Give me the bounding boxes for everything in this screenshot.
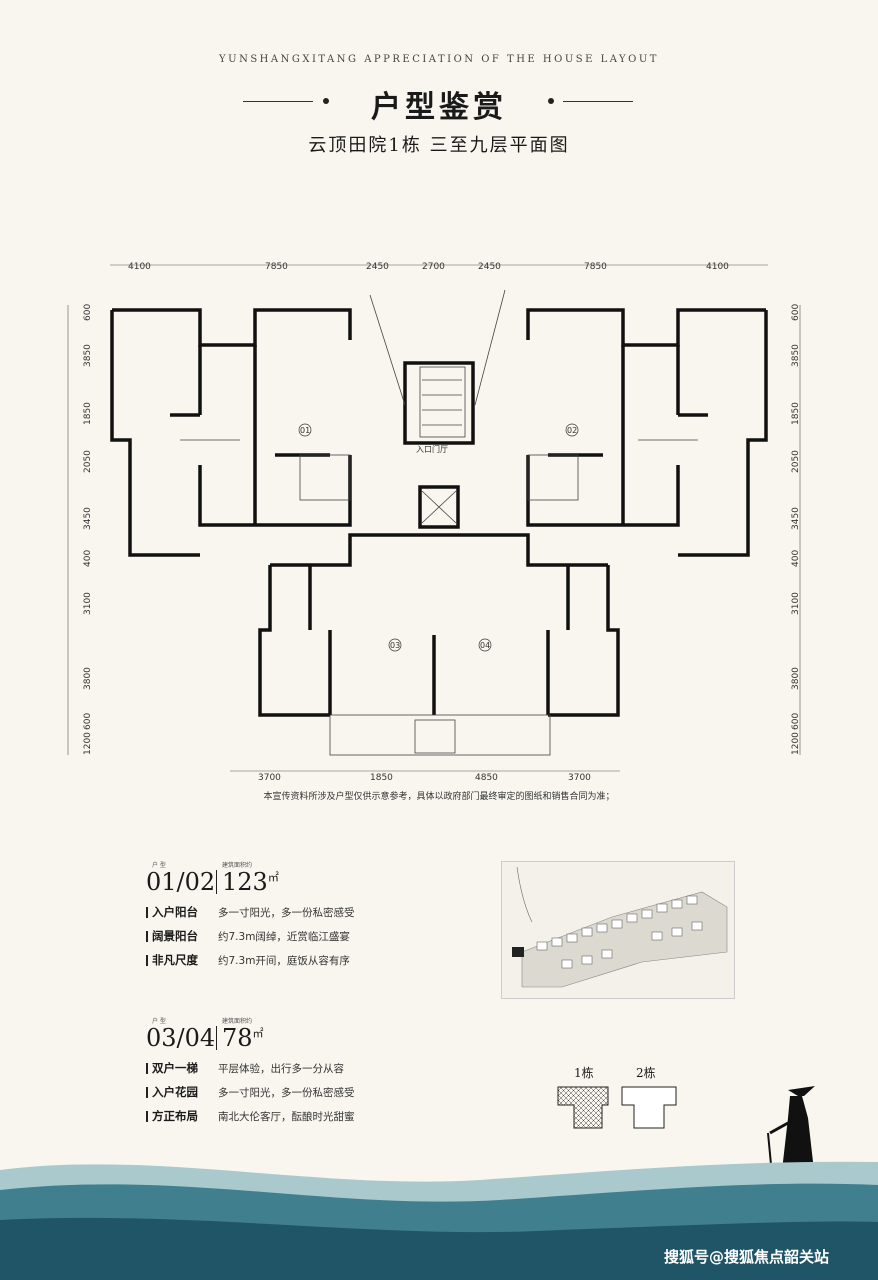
bottom-dimensions: 3700 1850 4850 3700 — [258, 773, 591, 783]
plan-caption: 云顶田院1栋 三至九层平面图 — [308, 135, 570, 156]
dim-bottom-0: 3700 — [258, 773, 281, 783]
unit-header-01-02: 户 型 建筑面积约 01/02 123㎡ — [146, 860, 476, 900]
unit-block-01-02: 户 型 建筑面积约 01/02 123㎡ 入户阳台多一寸阳光，多一份私密感受 阔… — [146, 860, 476, 972]
unit-separator — [216, 1026, 217, 1050]
unit-separator — [216, 870, 217, 894]
top-dimensions: 4100 7850 2450 2700 2450 7850 4100 — [128, 262, 729, 272]
unit-marker-04: 04 — [480, 641, 490, 650]
title-dot-right — [548, 98, 554, 104]
unit-numbers: 03/04 — [146, 1024, 216, 1052]
unit-block-03-04: 户 型 建筑面积约 03/04 78㎡ 双户一梯平层体验，出行多一分从容 入户花… — [146, 1016, 476, 1128]
dim-right-6: 3100 — [791, 592, 801, 615]
area-label: 建筑面积约 — [222, 862, 253, 869]
dim-right-4: 3450 — [791, 507, 801, 530]
unit-type-label: 户 型 — [152, 1018, 166, 1025]
unit-marker-01: 01 — [300, 426, 310, 435]
dim-left-8: 600 — [83, 713, 93, 730]
highlight-building — [512, 947, 524, 957]
feature-row: 入户阳台多一寸阳光，多一份私密感受 — [146, 900, 476, 924]
feature-row: 双户一梯平层体验，出行多一分从容 — [146, 1056, 476, 1080]
dim-top-1: 7850 — [265, 262, 288, 272]
unit-markers: 01 02 03 04 — [298, 423, 579, 652]
building-label-1: 1栋 — [574, 1066, 594, 1080]
dim-top-2: 2450 — [366, 262, 389, 272]
walls — [110, 308, 768, 717]
feature-row: 方正布局南北大伦客厅，酝酿时光甜蜜 — [146, 1104, 476, 1128]
unit-numbers: 01/02 — [146, 868, 216, 896]
dim-bottom-1: 1850 — [370, 773, 393, 783]
dim-right-7: 3800 — [791, 667, 801, 690]
dim-bottom-3: 3700 — [568, 773, 591, 783]
unit-marker-02: 02 — [567, 426, 577, 435]
dim-top-0: 4100 — [128, 262, 151, 272]
dim-right-9: 1200 — [791, 732, 801, 755]
unit-marker-03: 03 — [390, 641, 400, 650]
building-label-2: 2栋 — [636, 1066, 656, 1080]
dim-right-5: 400 — [791, 550, 801, 567]
building-key-diagram — [557, 1086, 677, 1129]
feature-row: 非凡尺度约7.3m开间，庭饭从容有序 — [146, 948, 476, 972]
area-label: 建筑面积约 — [222, 1018, 253, 1025]
dim-top-3: 2700 — [422, 262, 445, 272]
dim-left-1: 3850 — [83, 344, 93, 367]
dim-left-2: 1850 — [83, 402, 93, 425]
feature-row: 阔景阳台约7.3m阔绰，近赏临江盛宴 — [146, 924, 476, 948]
dim-left-3: 2050 — [83, 450, 93, 473]
disclaimer-note: 本宣传资料所涉及户型仅供示意参考，具体以政府部门最终审定的图纸和销售合同为准； — [263, 792, 615, 802]
unit-area: 123㎡ — [222, 868, 279, 896]
dim-top-5: 7850 — [584, 262, 607, 272]
unit-type-label: 户 型 — [152, 862, 166, 869]
title-row: 户型鉴赏 — [0, 82, 878, 125]
english-subtitle: YUNSHANGXITANG APPRECIATION OF THE HOUSE… — [219, 54, 659, 65]
dim-bottom-2: 4850 — [475, 773, 498, 783]
dim-right-3: 2050 — [791, 450, 801, 473]
watermark: 搜狐号@搜狐焦点韶关站 — [664, 1248, 830, 1266]
site-map — [501, 861, 735, 999]
dim-top-4: 2450 — [478, 262, 501, 272]
dim-left-5: 400 — [83, 550, 93, 567]
dim-right-2: 1850 — [791, 402, 801, 425]
page-title: 户型鉴赏 — [371, 90, 507, 125]
wave-decoration — [0, 1161, 878, 1280]
dim-left-7: 3800 — [83, 667, 93, 690]
title-rule-left — [243, 101, 313, 102]
floor-plan: 4100 7850 2450 2700 2450 7850 4100 3700 … — [67, 262, 801, 783]
title-rule-right — [563, 101, 633, 102]
dim-right-0: 600 — [791, 304, 801, 321]
dim-right-1: 3850 — [791, 344, 801, 367]
dim-left-6: 3100 — [83, 592, 93, 615]
unit-area: 78㎡ — [222, 1024, 264, 1052]
dim-right-8: 600 — [791, 713, 801, 730]
title-dot-left — [323, 98, 329, 104]
dim-left-4: 3450 — [83, 507, 93, 530]
unit-header-03-04: 户 型 建筑面积约 03/04 78㎡ — [146, 1016, 476, 1056]
dim-top-6: 4100 — [706, 262, 729, 272]
dim-left-0: 600 — [83, 304, 93, 321]
entrance-label: 入口门厅 — [416, 444, 448, 454]
feature-row: 入户花园多一寸阳光，多一份私密感受 — [146, 1080, 476, 1104]
dim-left-9: 1200 — [83, 732, 93, 755]
